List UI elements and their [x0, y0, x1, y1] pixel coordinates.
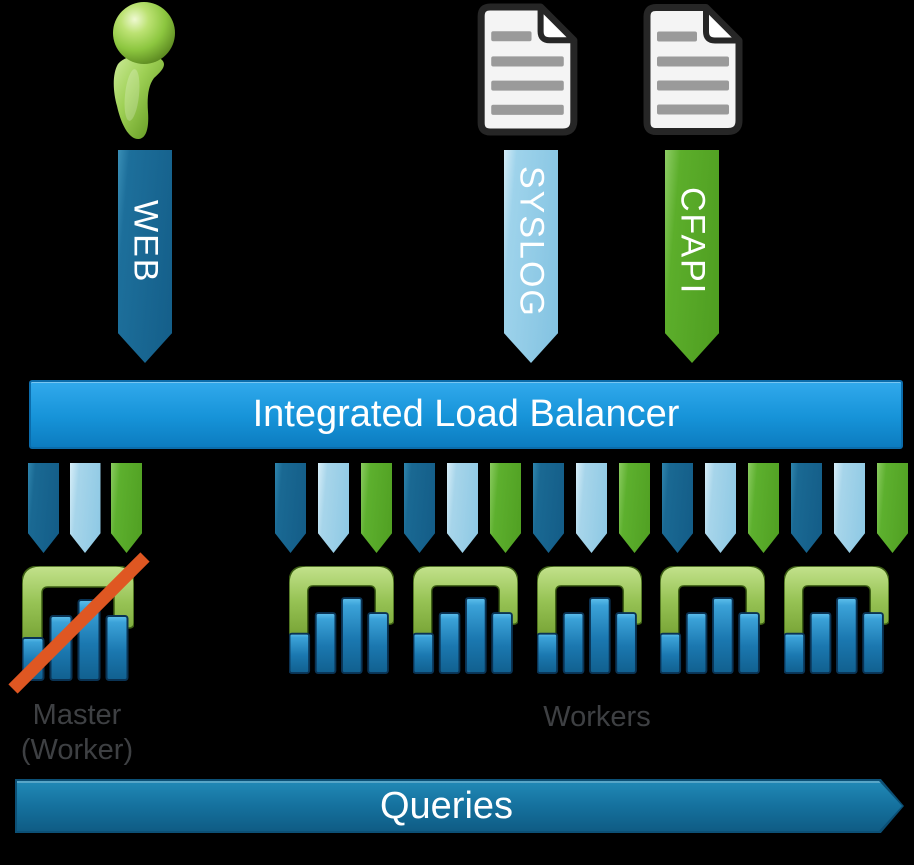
fanout-arrow: [576, 463, 607, 553]
load-balancer-bar: Integrated Load Balancer: [29, 380, 903, 449]
cfapi-arrow-label: CFAPI: [673, 187, 712, 296]
cfapi-document-icon: [643, 3, 743, 136]
worker-node-icon: [660, 566, 765, 675]
fanout-arrow: [662, 463, 693, 553]
fanout-arrow: [404, 463, 435, 553]
workers-row: [289, 566, 889, 682]
syslog-arrow: SYSLOG: [504, 150, 558, 363]
queries-label: Queries: [379, 784, 514, 827]
fanout-arrow: [318, 463, 349, 553]
cfapi-arrow: CFAPI: [665, 150, 719, 363]
syslog-document-icon: [477, 3, 578, 136]
master-label: Master (Worker): [20, 699, 134, 766]
fanout-arrow: [69, 463, 101, 553]
queries-arrow: Queries: [15, 779, 904, 833]
fanout-arrow: [748, 463, 779, 553]
load-balancer-label: Integrated Load Balancer: [252, 393, 680, 435]
fanout-arrow: [791, 463, 822, 553]
fanout-arrow: [111, 463, 142, 553]
workers-label: Workers: [543, 701, 651, 733]
syslog-arrow-label: SYSLOG: [512, 165, 551, 318]
worker-node-icon: [537, 566, 642, 675]
worker-node-icon: [289, 566, 394, 675]
web-arrow-label: WEB: [126, 199, 165, 284]
fanout-arrow: [705, 463, 736, 553]
fanout-arrow: [834, 463, 865, 553]
workers-fanout-arrows: [275, 463, 908, 553]
fanout-arrow: [28, 463, 59, 553]
fanout-arrow: [361, 463, 392, 553]
person-icon: [104, 0, 176, 142]
fanout-arrow: [619, 463, 650, 553]
worker-node-icon: [784, 566, 889, 675]
web-arrow: WEB: [118, 150, 172, 363]
master-fanout-arrows: [28, 463, 142, 553]
worker-node-icon: [413, 566, 518, 675]
fanout-arrow: [447, 463, 478, 553]
fanout-arrow: [877, 463, 908, 553]
fanout-arrow: [533, 463, 564, 553]
disabled-slash-icon: [8, 552, 150, 694]
fanout-arrow: [490, 463, 521, 553]
queries-arrow-body: [17, 781, 902, 831]
fanout-arrow: [275, 463, 306, 553]
